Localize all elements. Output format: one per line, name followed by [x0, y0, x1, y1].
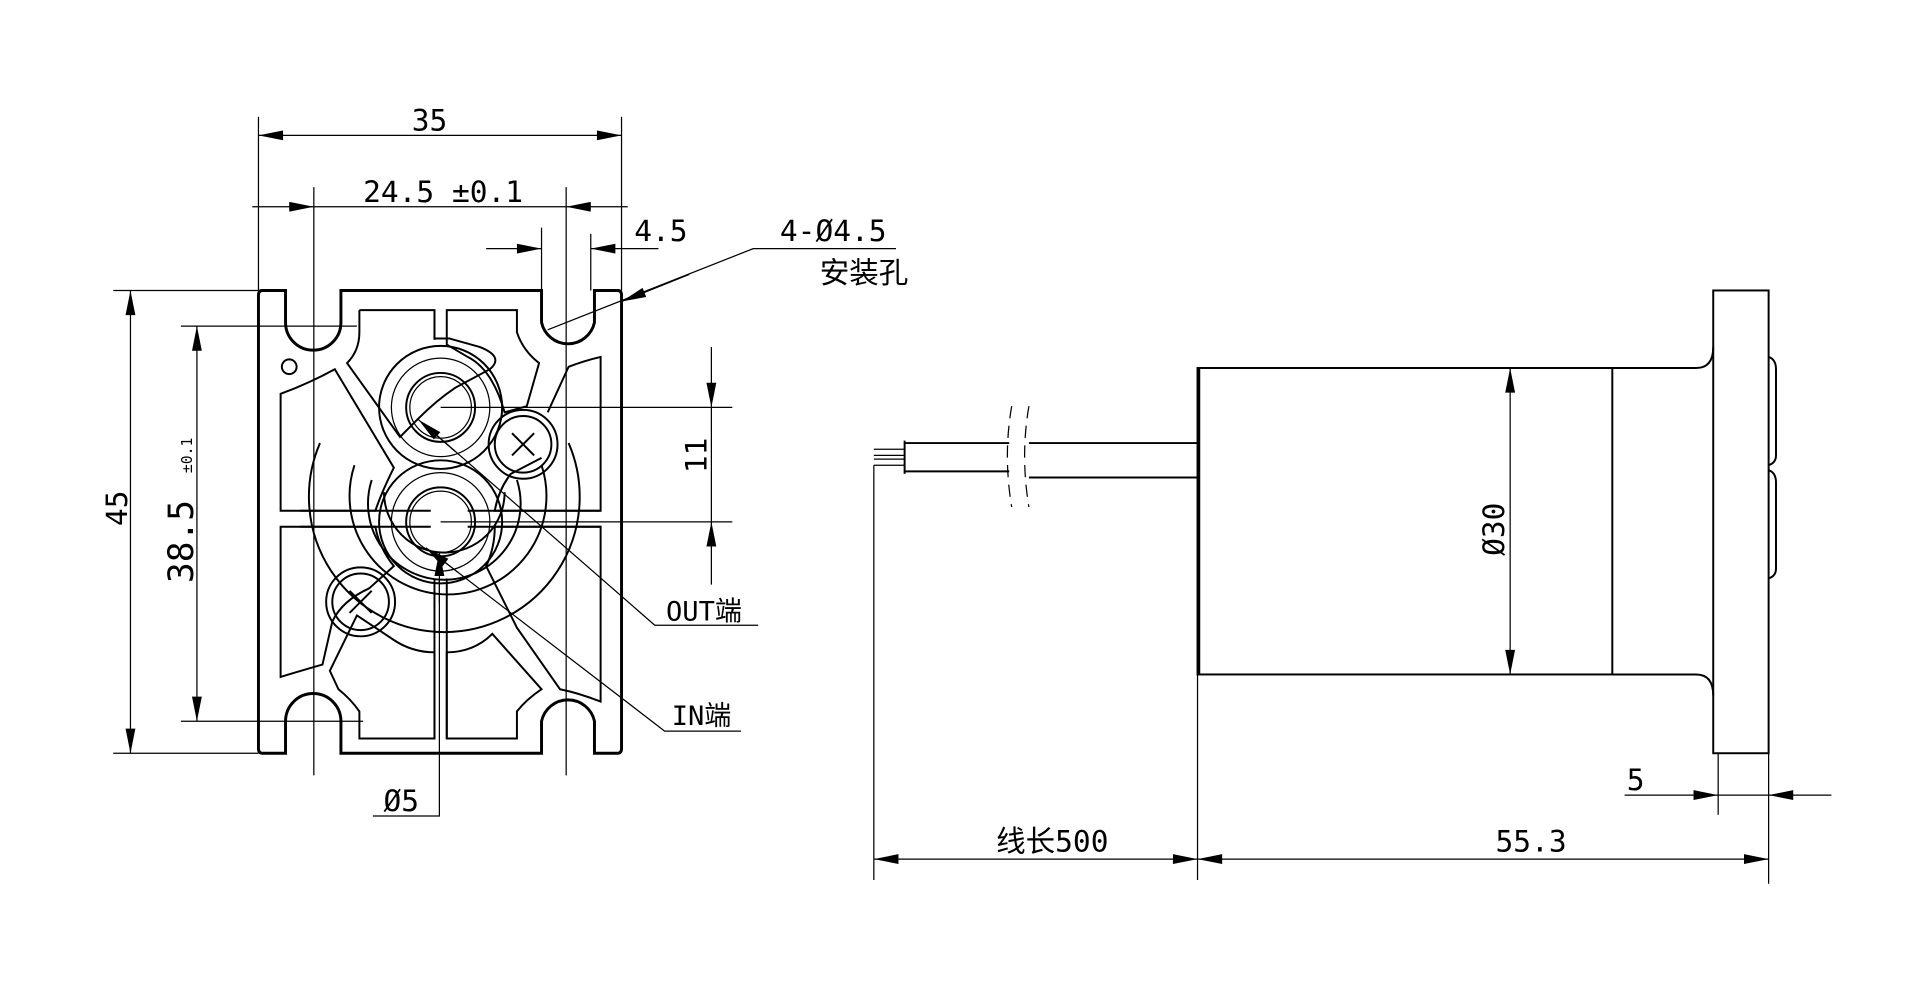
- motor-body: [1196, 367, 1614, 676]
- port-diameter-leader: [372, 578, 440, 817]
- flange-boss: [1768, 355, 1777, 580]
- arc-outer: [307, 442, 581, 634]
- dim-hole-offset-label: 4.5: [634, 214, 687, 248]
- dim-port-spacing-label: 11: [679, 438, 713, 474]
- pocket-top-right: [445, 309, 541, 414]
- break-line: [1006, 406, 1030, 508]
- lead-wires: [873, 406, 1198, 508]
- arc-mid2: [367, 479, 522, 581]
- dim-width-label: 35: [412, 103, 448, 137]
- mount-hole-label: 4-Ø4.5: [780, 214, 887, 248]
- mount-hole-note: 安装孔: [820, 256, 909, 290]
- front-dimensions: 35 24.5 ±0.1 4.5 4-Ø4.5 安装孔 45 38.5 ±0.1…: [100, 103, 909, 818]
- dim-vspacing-label: 38.5: [162, 500, 202, 583]
- pocket-right-lower: [485, 525, 602, 703]
- flange-thickness-label: 5: [1627, 763, 1645, 797]
- locator-hole: [280, 358, 298, 376]
- in-port-label: IN端: [672, 701, 732, 732]
- in-port-leader: [430, 550, 741, 732]
- screw-icon: [487, 408, 559, 480]
- flange: [1712, 289, 1770, 755]
- dim-hole-spacing-label: 24.5 ±0.1: [363, 175, 523, 209]
- port-diameter-label: Ø5: [383, 784, 419, 818]
- arc-mid1: [348, 464, 548, 596]
- dim-vspacing-tol: ±0.1: [179, 438, 196, 474]
- side-view: [873, 289, 1777, 755]
- out-port-leader: [424, 424, 759, 626]
- pocket-right-upper: [493, 355, 602, 512]
- body-length-label: 55.3: [1496, 825, 1567, 859]
- wire-length-label: 线长500: [996, 825, 1108, 859]
- dim-height-label: 45: [100, 491, 134, 527]
- pocket-left-upper: [279, 367, 395, 512]
- out-port-label: OUT端: [666, 596, 742, 627]
- screw-icon: [325, 566, 397, 638]
- front-view: [256, 288, 624, 755]
- neck: [1612, 347, 1715, 696]
- mount-hole-leader: [547, 248, 896, 331]
- side-dimensions: Ø30 5 线长500 55.3: [873, 368, 1832, 884]
- pocket-bottom-right: [445, 632, 544, 740]
- body-diameter-label: Ø30: [1477, 503, 1511, 556]
